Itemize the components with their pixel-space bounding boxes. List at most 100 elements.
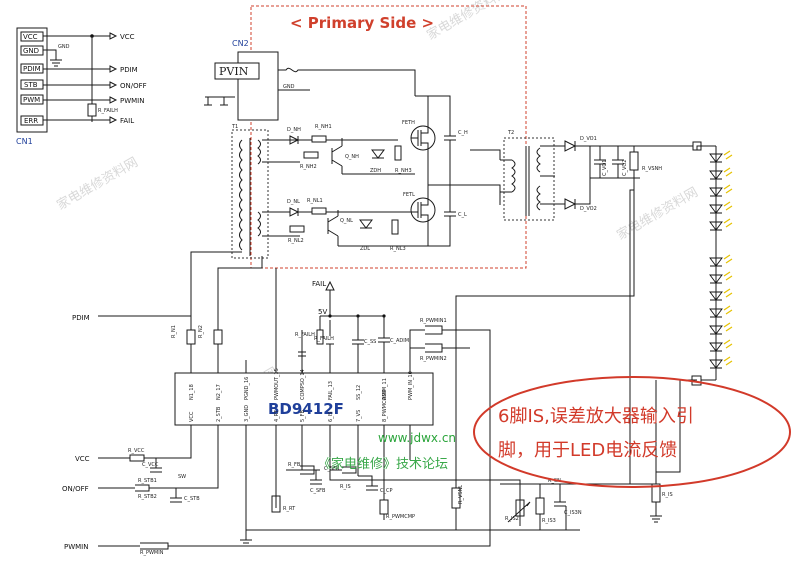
secondary-rectifier: D_VO1 D_VO2 C_VO1 C_VO2 R_VSNH [540, 136, 702, 484]
label-rpwmin1: R_PWMIN1 [420, 318, 447, 324]
cn1-pin-stb: STB [24, 81, 38, 89]
label-rstb2: R_STB2 [138, 494, 157, 500]
current-sense-network: R_IS2 R_IS3 C_IS3N R_SN R_IS [329, 379, 697, 530]
label-sw: SW [178, 474, 186, 480]
led-light-rays [723, 218, 733, 228]
diode-dnh [289, 135, 300, 145]
label-rnh1: R_NH1 [315, 124, 332, 130]
led-light-rays [723, 288, 733, 298]
ic-top-pin-label: FAIL_13 [328, 381, 334, 400]
resistor-rn2 [213, 329, 223, 345]
gate-drive-transformer-t1: T1 [231, 124, 269, 259]
cn2-label: CN2 [232, 39, 249, 48]
label-ris3: R_IS3 [542, 518, 556, 524]
ic-bottom-pin-label: 2_STB [216, 406, 222, 422]
label-rnh2: R_NH2 [300, 164, 317, 170]
label-rnl3: R_NL3 [390, 246, 406, 252]
label-zdl: ZDL [360, 246, 370, 252]
ic-bottom-pin-label: 4_RT [274, 409, 280, 422]
cn2-connector: CN2 PVIN GND [204, 39, 416, 121]
label-rstb1: R_STB1 [138, 478, 157, 484]
bottom-pin-wires [329, 425, 411, 520]
label-rfb: R_FB [288, 462, 301, 468]
label-rvsnh: R_VSNH [642, 166, 662, 172]
label-ris: R_IS [340, 484, 351, 490]
hs-return-line [262, 161, 415, 175]
resistor-rnh2 [303, 151, 319, 159]
cn1-pin-err: ERR [24, 117, 38, 125]
watermark-forum: 《家电维修》技术论坛 [318, 456, 448, 472]
label-dvo2: D_VO2 [580, 206, 597, 212]
label-fetl: FETL [403, 192, 415, 198]
fail-arrow [325, 280, 335, 291]
led-light-rays [723, 184, 733, 194]
label-cl: C_L [458, 212, 467, 218]
resistor-rnl2 [289, 225, 305, 233]
ic-top-pin-label: SS_12 [356, 385, 362, 400]
led-light-rays [723, 254, 733, 264]
capacitor-cvcc [150, 458, 162, 473]
resistor-rfail [316, 329, 324, 345]
resistor-rnl1 [311, 207, 327, 215]
t2-outline [503, 137, 555, 221]
watermark-url: www.jdwx.cn [378, 431, 456, 445]
mosfet-fetl: FETL C_L [403, 184, 501, 247]
fetl-symbol [410, 185, 429, 246]
resistor-rfb [286, 425, 320, 475]
ic-top-pin-label: N1_18 [189, 384, 195, 400]
t1-outline [231, 129, 269, 259]
high-side-driver: D_NH R_NH1 Q_NH R_NH2 ZDH R_NH3 [262, 124, 415, 175]
primary-side-label: < Primary Side > [290, 14, 434, 32]
zener-zdh [371, 149, 385, 159]
label-cadim: C_ADIM [390, 338, 409, 344]
arrow-fail [109, 116, 118, 124]
cn1-pin-pdim: PDIM [23, 65, 41, 73]
feth-symbol [411, 126, 429, 150]
ic-bottom-pin-label: 7_VS [356, 410, 362, 422]
cn1-pin-gnd: GND [23, 47, 39, 55]
label-fail-top: FAIL [312, 280, 326, 288]
ic-top-wiring: R_N1 R_N2 R_FAILH 5V FAIL R_FAILH C_SS C… [98, 190, 635, 520]
resistor-rnl3 [391, 219, 399, 235]
label-pdim: PDIM [72, 314, 90, 322]
secondary-wires [540, 145, 565, 205]
label-csfb2: C_SFB [310, 488, 326, 494]
resistor-rpwmin2 [410, 343, 450, 353]
diode-dvo1 [564, 140, 577, 152]
label-rn2: R_N2 [198, 325, 204, 338]
ic-name: BD9412F [268, 400, 344, 418]
label-5v: 5V [318, 308, 327, 316]
label-rn1: R_N1 [171, 325, 177, 338]
cn1-signal-pdim: PDIM [120, 66, 138, 74]
cn2-pvin-block [214, 62, 260, 80]
vsnh-feedback [455, 190, 635, 460]
ic-bottom-pin-label: 5_FB [300, 409, 306, 422]
capacitor-compso [298, 351, 306, 357]
transistor-qnh [331, 138, 343, 174]
callout-line-2: 脚，用于LED电流反馈 [498, 440, 677, 461]
label-rrt: R_RT [283, 506, 296, 512]
led-light-rays [723, 201, 733, 211]
ic-bottom-wiring: R_VCC C_VCC R_STB1 R_STB2 SW C_STB R_RT … [98, 425, 580, 556]
cn1-signal-fail: FAIL [120, 117, 134, 125]
capacitor-csfb [310, 470, 322, 485]
led-light-rays [723, 271, 733, 281]
label-cis3n: C_IS3N [564, 510, 582, 516]
t1-primary-winding [239, 139, 243, 251]
resistor-rn1 [186, 329, 196, 345]
label-onoff: ON/OFF [62, 485, 89, 493]
led-light-rays [723, 150, 733, 160]
label-qnh: Q_NH [345, 154, 359, 160]
low-side-driver: D_NL R_NL1 Q_NL R_NL2 ZDL R_NL3 [262, 198, 428, 252]
ic-top-pin-label: PGND_16 [244, 377, 250, 400]
ls-driver-wires [262, 211, 300, 237]
resistor-rrt [271, 425, 281, 513]
label-ccp: C_CP [380, 488, 393, 494]
resistor-rvsnh [629, 151, 639, 171]
pwmin-wire [98, 520, 491, 550]
gnd-symbol-bottom [240, 539, 252, 544]
label-feth: FETH [402, 120, 415, 126]
cn1-label: CN1 [16, 137, 33, 146]
led-light-rays [723, 339, 733, 349]
